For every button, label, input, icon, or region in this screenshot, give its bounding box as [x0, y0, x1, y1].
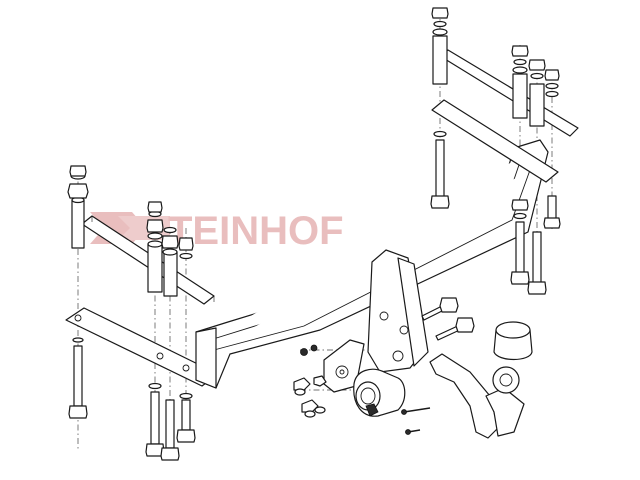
- left-bolt-stack-a: [67, 165, 89, 249]
- tow-ball-neck: [429, 353, 525, 439]
- right-bolt-stack-b: [510, 45, 530, 285]
- right-bolt-stack-a: [430, 7, 450, 209]
- left-bolt-stack-d: [178, 237, 194, 260]
- hitch-mounting-plate: [367, 249, 429, 373]
- left-lower-bolts: [68, 337, 196, 461]
- hitch-bolts: [421, 297, 475, 341]
- right-bolt-stack-c: [527, 59, 547, 295]
- socket-fasteners: [293, 344, 327, 418]
- socket-screws: [401, 407, 431, 435]
- left-bolt-stack-b: [146, 201, 164, 293]
- right-bolt-stack-d: [543, 69, 561, 229]
- watermark-text: TEINHOF: [168, 209, 344, 253]
- left-lower-bracket: [65, 307, 219, 387]
- electrical-socket-bracket: [323, 339, 365, 393]
- tow-ball-cap: [493, 321, 533, 361]
- electrical-socket: [353, 368, 406, 417]
- left-bolt-stack-c: [161, 226, 179, 297]
